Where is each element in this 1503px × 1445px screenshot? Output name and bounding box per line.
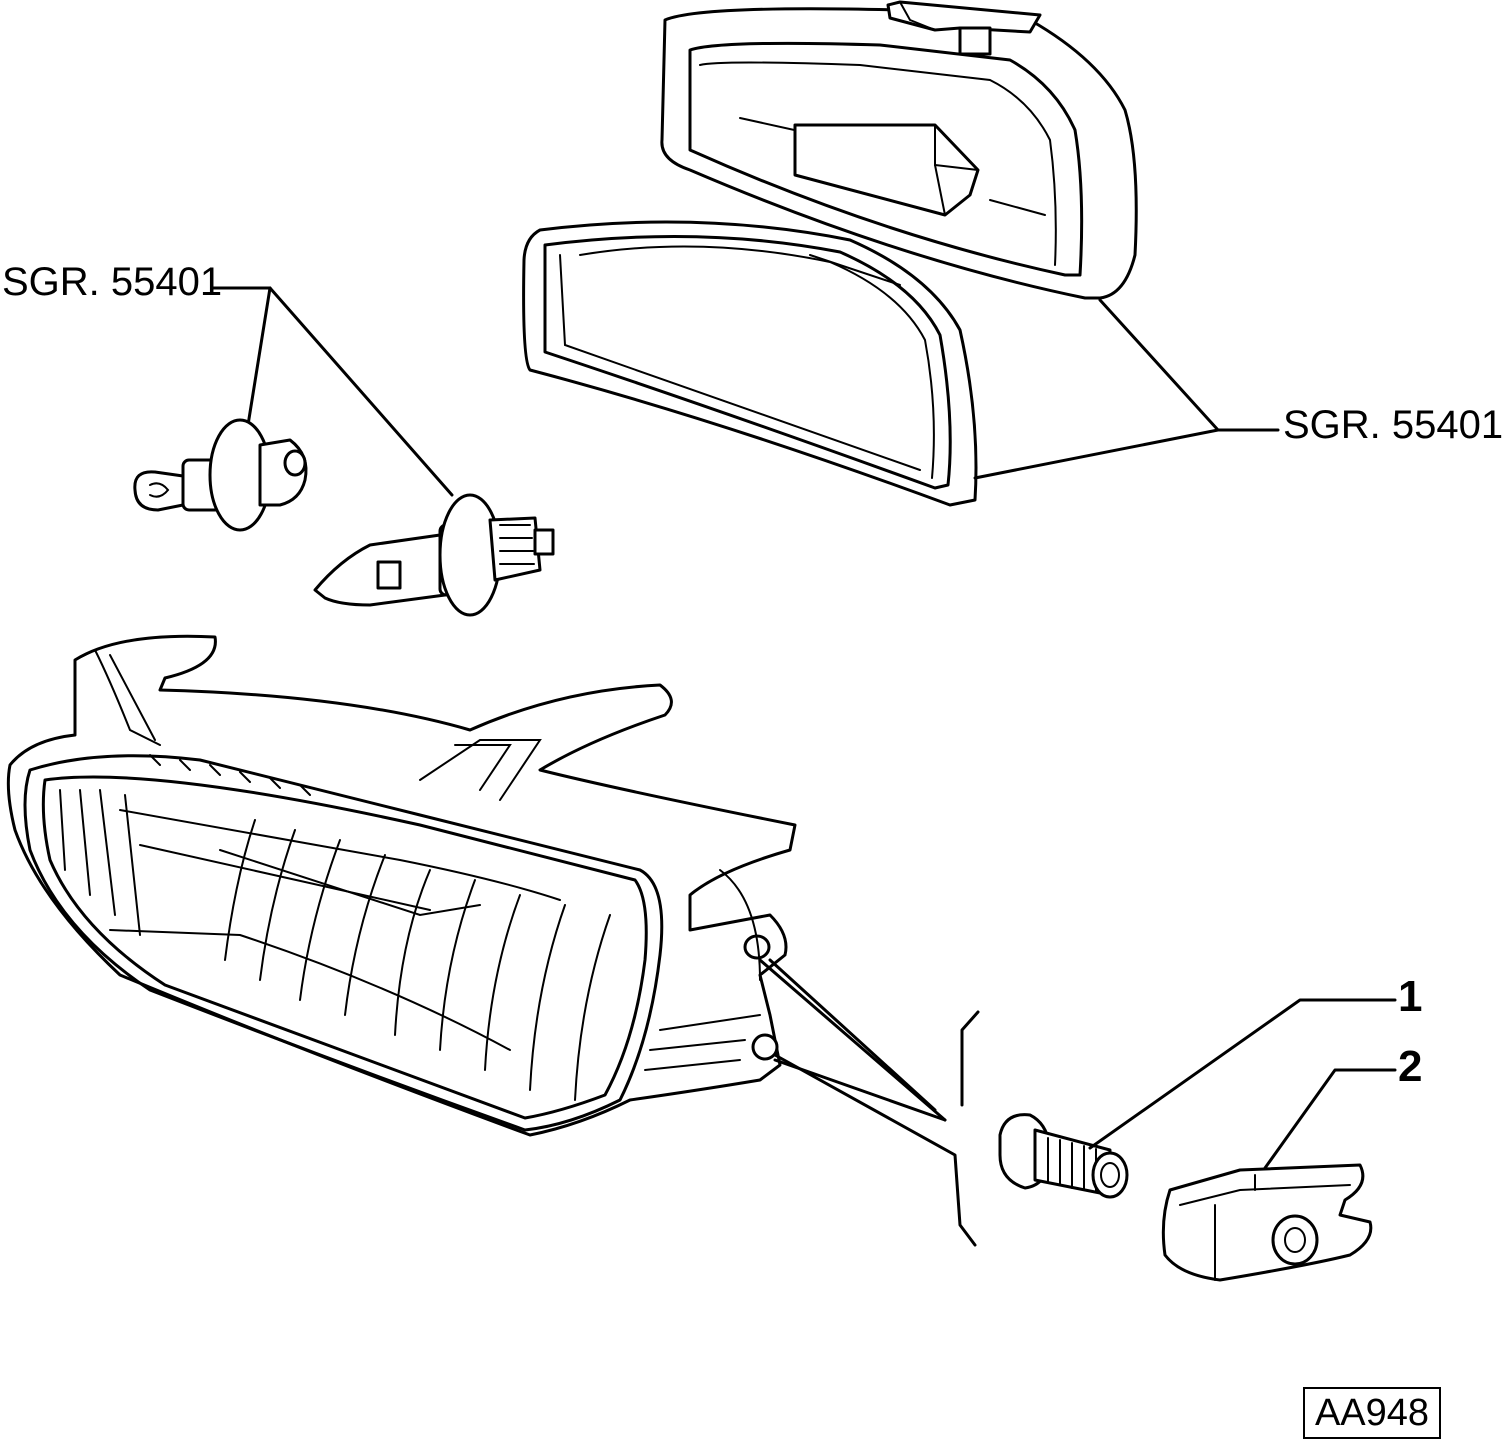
part-number-1: 1 [1398, 972, 1423, 1021]
halogen-bulb [313, 493, 555, 617]
reference-leaders [210, 286, 1280, 497]
side-bulb [133, 418, 308, 532]
reference-label-left: SGR. 55401 [2, 260, 223, 304]
headlamp-assembly [6, 634, 797, 1137]
gasket-frame [522, 220, 978, 507]
reference-label-right: SGR. 55401 [1283, 403, 1503, 447]
lens-trim-frame [660, 0, 1138, 300]
screw [998, 998, 1397, 1199]
clip-nut [1161, 1068, 1397, 1282]
part-number-2: 2 [1398, 1042, 1423, 1091]
drawing-code: AA948 [1303, 1387, 1441, 1439]
attachment-leaders [758, 958, 980, 1247]
